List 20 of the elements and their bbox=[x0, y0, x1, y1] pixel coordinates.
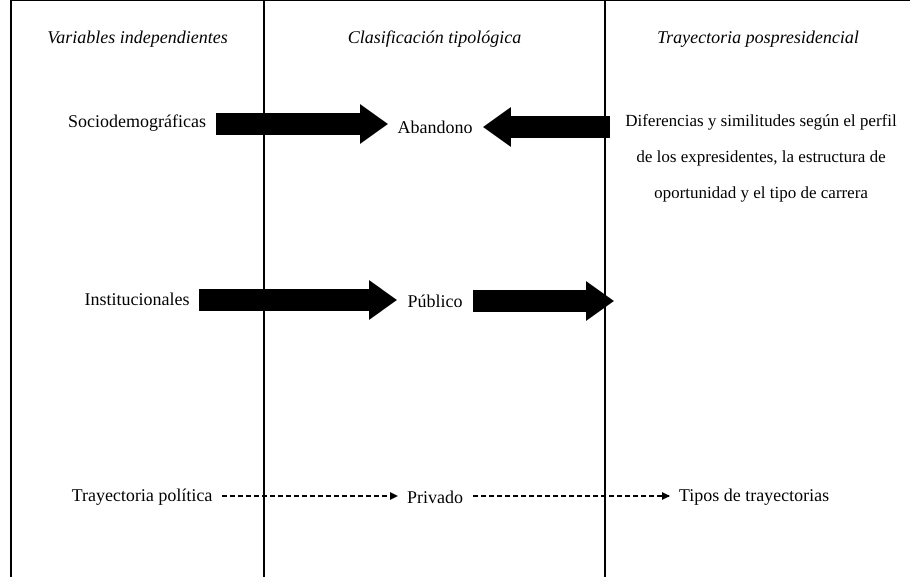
node-text: Tipos de trayectorias bbox=[678, 484, 830, 507]
node-text: Público bbox=[408, 290, 462, 313]
block-arrow bbox=[199, 280, 397, 320]
column-heading: Trayectoria pospresidencial bbox=[657, 27, 859, 48]
node-text: Sociodemográficas bbox=[68, 110, 206, 133]
dashed-arrow bbox=[473, 492, 670, 500]
dashed-arrow bbox=[222, 492, 398, 500]
column-panel bbox=[263, 0, 604, 577]
block-arrow bbox=[473, 281, 614, 321]
node-text: Trayectoria política bbox=[72, 484, 212, 507]
column-heading: Variables independientes bbox=[47, 27, 228, 48]
block-arrow bbox=[483, 107, 610, 147]
block-arrow bbox=[216, 104, 388, 144]
node-text: Institucionales bbox=[84, 288, 190, 311]
column-heading: Clasificación tipológica bbox=[348, 27, 522, 48]
node-text: Abandono bbox=[398, 116, 472, 139]
column-panel bbox=[604, 0, 910, 577]
node-text: Diferencias y similitudes según el perfil de los expresidentes, la estructura de oportunidad y el tipo de carrera bbox=[624, 110, 898, 204]
column-panel bbox=[10, 0, 263, 577]
node-text: Privado bbox=[407, 486, 463, 509]
